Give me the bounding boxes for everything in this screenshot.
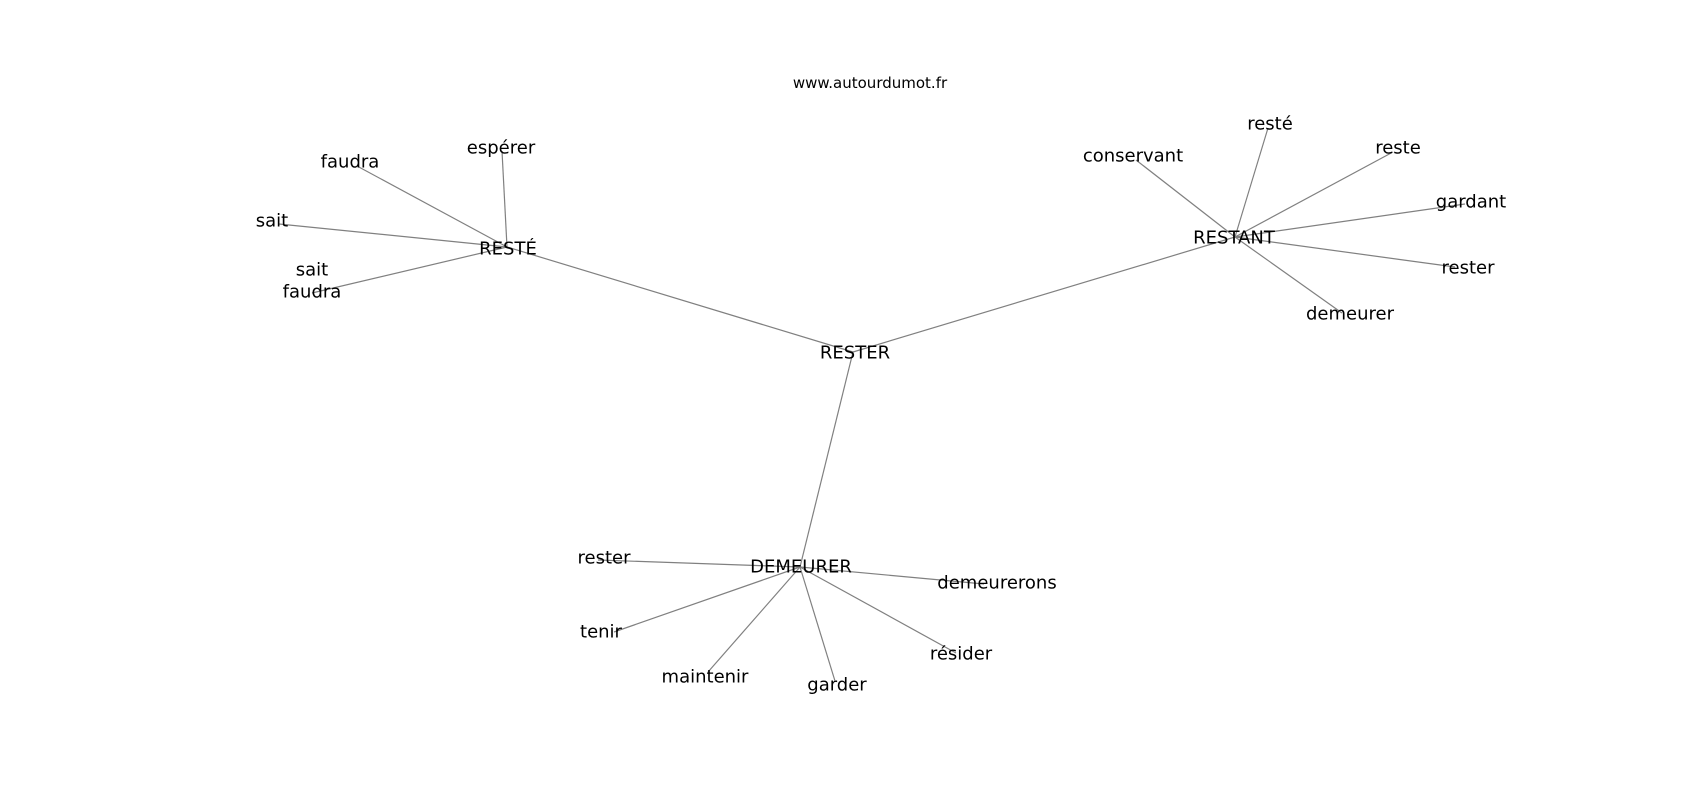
edge-center-to-hub xyxy=(799,351,854,568)
edge-hub-to-leaf xyxy=(707,566,801,673)
leaf-node[interactable]: tenir xyxy=(580,622,623,643)
edge-hub-to-leaf xyxy=(1234,236,1456,268)
center-node[interactable]: RESTER xyxy=(820,343,890,364)
hub-node[interactable]: DEMEURER xyxy=(750,557,852,578)
hub-node[interactable]: RESTANT xyxy=(1193,228,1276,249)
leaf-node[interactable]: espérer xyxy=(467,138,536,159)
edge-hub-to-leaf xyxy=(613,566,801,633)
edge-center-to-hub xyxy=(506,246,854,353)
edge-hub-to-leaf xyxy=(1234,127,1269,238)
leaf-node[interactable]: demeurer xyxy=(1306,304,1395,325)
leaf-node[interactable]: conservant xyxy=(1083,146,1183,167)
edge-hub-to-leaf xyxy=(278,223,508,248)
leaf-node[interactable]: faudra xyxy=(321,152,380,173)
edge-hub-to-leaf xyxy=(597,559,801,568)
edge-hub-to-leaf xyxy=(799,566,985,585)
leaf-node[interactable]: gardant xyxy=(1436,192,1506,213)
leaf-node[interactable]: rester xyxy=(578,548,632,569)
edge-hub-to-leaf xyxy=(311,246,508,294)
leaf-node[interactable]: sait xyxy=(256,211,288,232)
leaf-node[interactable]: maintenir xyxy=(662,667,750,688)
leaf-node[interactable]: rester xyxy=(1442,258,1496,279)
edge-hub-to-leaf xyxy=(799,566,957,654)
edges-layer xyxy=(278,127,1466,682)
edge-hub-to-leaf xyxy=(501,150,508,248)
leaf-node[interactable]: demeurerons xyxy=(937,573,1056,594)
edge-hub-to-leaf xyxy=(1234,236,1343,314)
edge-hub-to-leaf xyxy=(799,566,836,682)
hub-node[interactable]: RESTÉ xyxy=(479,238,537,260)
edge-hub-to-leaf xyxy=(1234,151,1394,238)
edge-center-to-hub xyxy=(852,236,1236,353)
leaf-node[interactable]: reste xyxy=(1375,138,1421,159)
site-label[interactable]: www.autourdumot.fr xyxy=(793,74,948,92)
leaf-node[interactable]: résider xyxy=(930,644,993,665)
edge-hub-to-leaf xyxy=(1234,203,1466,238)
edge-hub-to-leaf xyxy=(356,165,508,248)
labels-layer: www.autourdumot.fr RESTER RESTÉ faudra espé… xyxy=(256,74,1506,696)
leaf-node[interactable]: garder xyxy=(807,675,867,696)
edge-hub-to-leaf xyxy=(1135,159,1236,238)
leaf-node[interactable]: resté xyxy=(1247,114,1293,135)
